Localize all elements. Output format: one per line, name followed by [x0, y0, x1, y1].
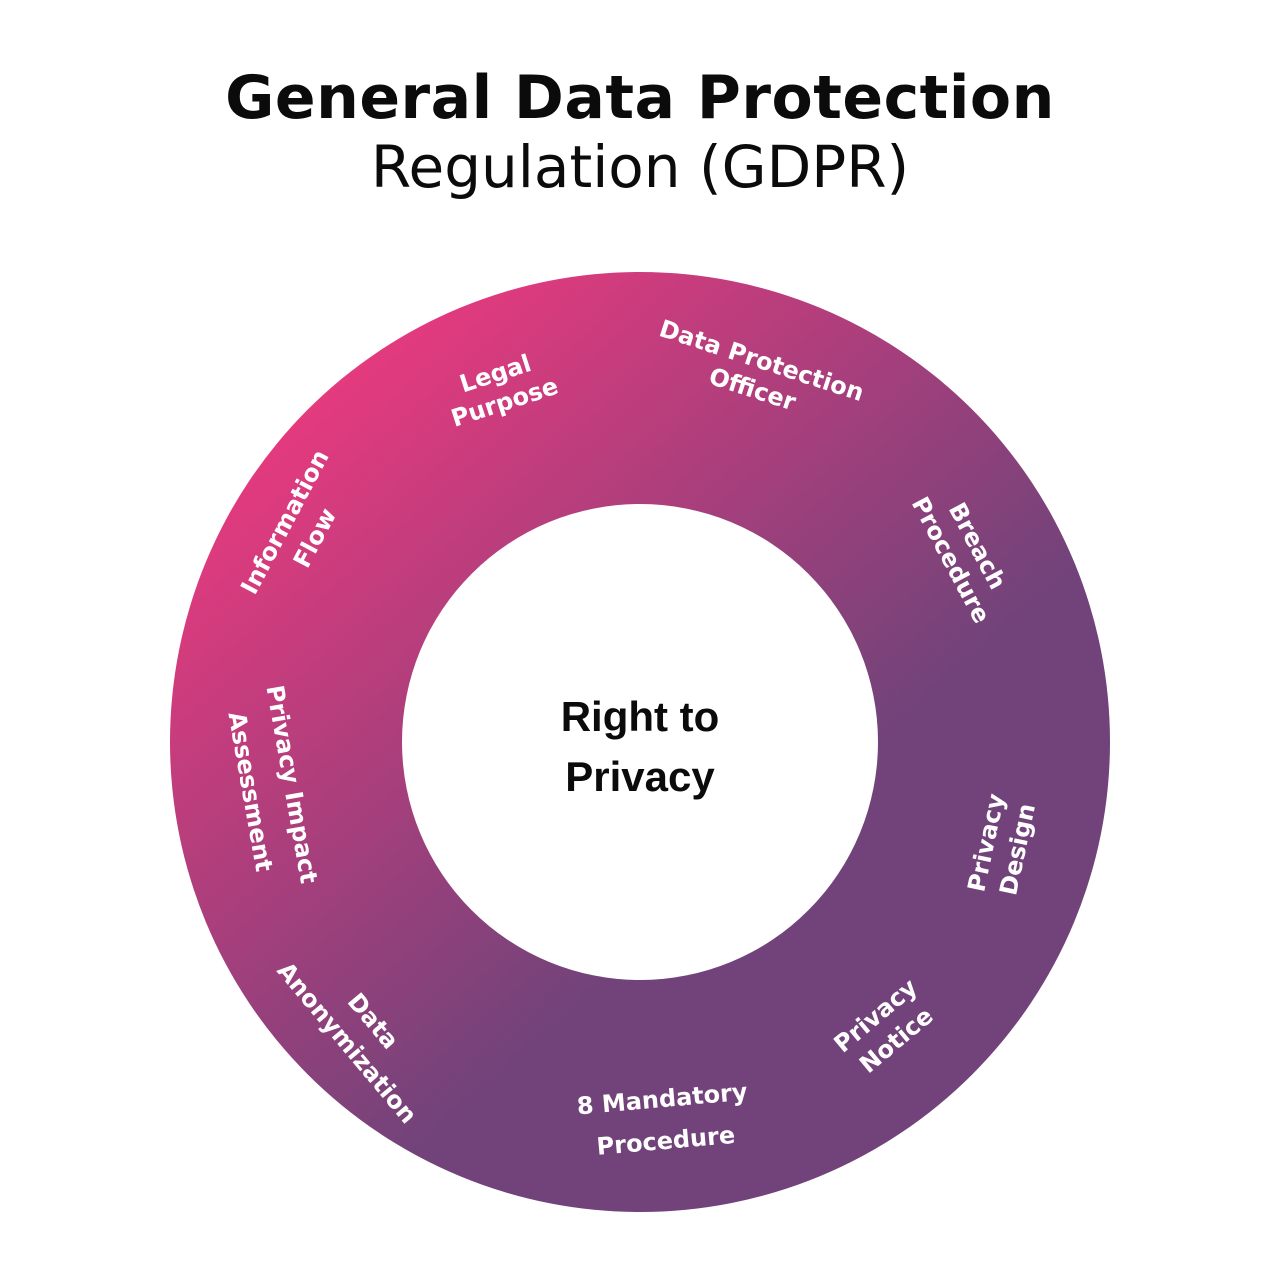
center-title-line1: Right to — [561, 693, 720, 740]
center-circle — [402, 504, 878, 980]
title-sub: Regulation (GDPR) — [370, 133, 910, 201]
center-title-line2: Privacy — [565, 753, 715, 800]
title-main: General Data Protection — [225, 63, 1055, 133]
